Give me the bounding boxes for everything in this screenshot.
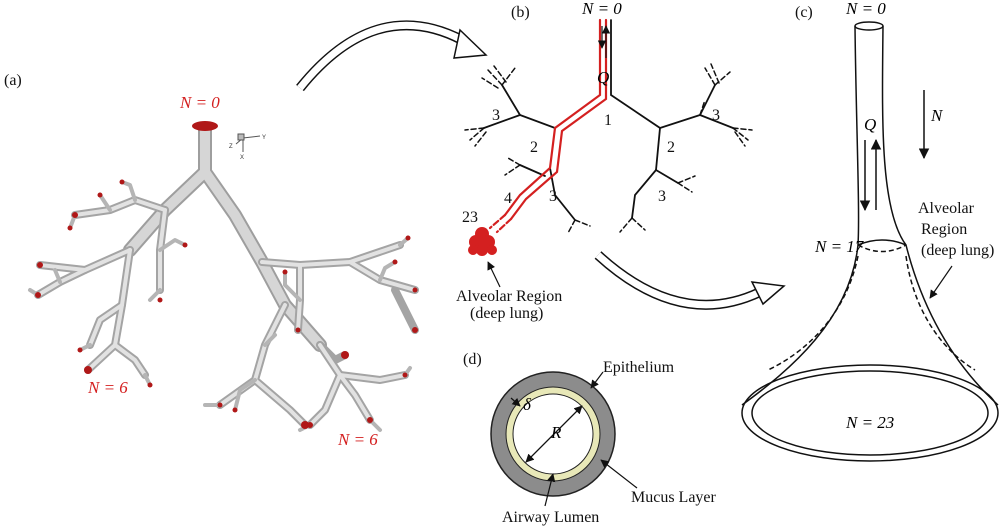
panel-c-label: (c) [795,4,813,21]
gen-label-3-a: 3 [492,107,500,124]
airway-tree-3d [28,121,419,432]
gen-label-2-right: 2 [667,139,675,156]
branching-schematic [464,19,753,234]
panel-b-flow: Q [597,68,609,87]
panel-b-label: (b) [511,4,530,21]
mucus-layer-label: Mucus Layer [631,489,717,506]
alveolar-pointer-arrow [487,261,501,288]
hollow-arrow-b-to-c [594,251,786,310]
c-alveolar-pointer [929,265,953,299]
delta-arrow [510,397,521,407]
epithelium-label: Epithelium [603,359,675,376]
gen-label-4: 4 [504,190,512,207]
axis-x-label: X [240,155,244,161]
gen-label-1: 1 [604,112,612,129]
hollow-arrow-a-to-b [296,20,488,92]
gen-label-3-c: 3 [549,188,557,205]
panel-c-alveolar-line3: (deep lung) [921,242,994,259]
panel-b-alveolar-line2: (deep lung) [470,305,543,322]
panel-c-mid-generation: N = 17 [814,237,865,256]
panel-c-n-arrow: N [930,106,944,125]
gen-label-3-b: 3 [712,107,720,124]
panel-a-right-generation: N = 6 [337,430,378,449]
gen-label-23: 23 [462,209,478,226]
axis-y-label: Y [262,135,266,141]
panel-b-alveolar-line1: Alveolar Region [456,288,562,305]
mucus-pointer [600,459,638,489]
radius-label: R [550,423,562,442]
panel-c-flow: Q [864,115,876,134]
radius-arrow-b [525,405,583,463]
panel-c-alveolar-line1: Alveolar [918,200,975,217]
delta-label: δ [523,395,532,414]
airway-lumen-label: Airway Lumen [502,509,599,526]
panel-c-bottom-generation: N = 23 [845,413,894,432]
panel-a-label: (a) [4,72,22,89]
epithelium-pointer [590,371,604,389]
panel-d: (d) R δ Epithelium Mucus Layer Airway Lu… [463,351,717,526]
axis-triad-icon [235,133,261,152]
panel-a-top-generation: N = 0 [179,93,220,112]
gen-label-3-d: 3 [658,188,666,205]
panel-a: (a) [4,72,419,449]
panel-c-top-generation: N = 0 [845,0,886,18]
panel-a-left-generation: N = 6 [87,378,128,397]
trumpet-model [741,21,999,462]
panel-c-alveolar-line2: Region [921,221,967,238]
panel-b: (b) N = 0 [456,0,753,322]
panel-c: (c) N = 0 Q N N = 17 Alveolar Region (de… [741,0,999,462]
axis-z-label: Z [229,144,233,150]
gen-label-2-left: 2 [530,139,538,156]
lumen-pointer [544,473,556,507]
panel-d-label: (d) [463,351,482,368]
highlighted-path-to-alveoli [488,18,608,234]
alveolar-cluster-icon [468,227,497,256]
panel-b-top-generation: N = 0 [581,0,622,18]
